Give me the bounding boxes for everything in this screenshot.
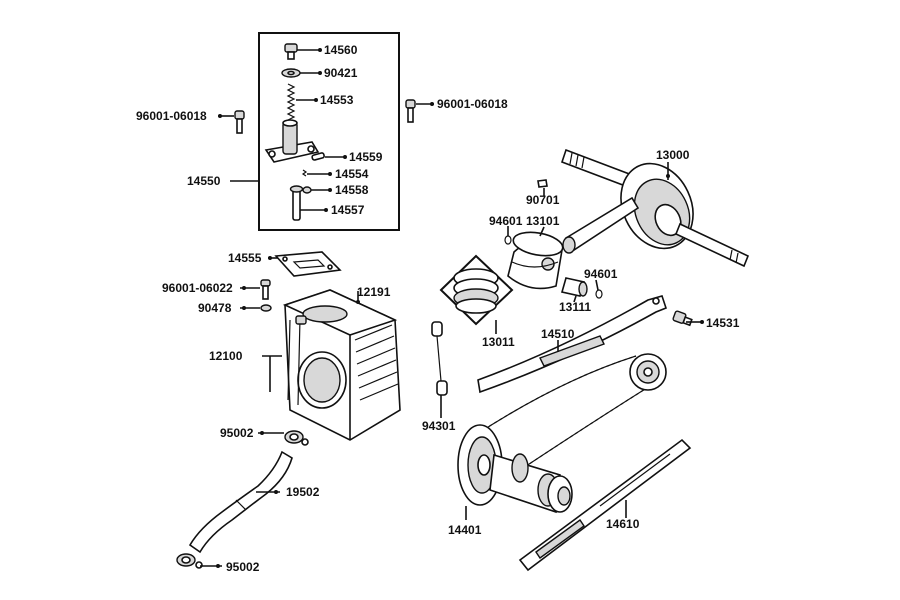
label-14553: 14553 (320, 93, 354, 107)
label-13000: 13000 (656, 148, 690, 162)
pin-part (311, 152, 325, 161)
label-14401: 14401 (448, 523, 482, 537)
cylinder-part (282, 289, 401, 441)
hose-clamp-top-part (284, 430, 309, 446)
label-14555: 14555 (228, 251, 262, 265)
hose-ring-part (235, 499, 247, 511)
label-14610: 14610 (606, 517, 640, 531)
chain-guide-upper-part (477, 295, 667, 394)
label-13101: 13101 (526, 214, 560, 228)
crankshaft-part (560, 148, 750, 268)
piston-pin-part (560, 277, 588, 297)
tensioner-group-frame (258, 32, 400, 231)
small-spring-part (301, 169, 308, 177)
label-12100: 12100 (209, 349, 243, 363)
label-14557: 14557 (331, 203, 365, 217)
label-96001-06022: 96001-06022 (162, 281, 233, 295)
label-95002-top: 95002 (220, 426, 254, 440)
tensioner-adjust-bolt-part (672, 310, 693, 327)
label-14560: 14560 (324, 43, 358, 57)
hose-clamp-bottom-part (176, 553, 203, 569)
cylinder-bolt-part (260, 279, 271, 300)
tensioner-body-part (264, 119, 320, 163)
label-12191: 12191 (357, 285, 391, 299)
label-14510: 14510 (541, 327, 575, 341)
label-14554: 14554 (335, 167, 369, 181)
small-washer-part (302, 186, 312, 194)
circlip-right-part (595, 289, 603, 299)
label-13011: 13011 (482, 335, 515, 349)
label-19502: 19502 (286, 485, 320, 499)
label-95002-bottom: 95002 (226, 560, 260, 574)
dowel-pins-part (431, 321, 448, 396)
label-96001-06018-right: 96001-06018 (437, 97, 508, 111)
cylinder-washer-part (260, 304, 272, 312)
label-90478: 90478 (198, 301, 232, 315)
label-94601-right: 94601 (584, 267, 618, 281)
spring-part (286, 83, 296, 121)
circlip-left-part (504, 235, 512, 245)
key-part (537, 179, 548, 188)
gasket-part (274, 251, 342, 277)
label-94601-left: 94601 (489, 214, 523, 228)
label-94301: 94301 (422, 419, 456, 433)
washer-part (281, 68, 301, 78)
plunger-part (289, 185, 304, 221)
label-14550: 14550 (187, 174, 221, 188)
camshaft-part (457, 424, 573, 514)
bolt-left-part (234, 110, 245, 134)
tensioner-bolt-part (284, 43, 298, 60)
label-14558: 14558 (335, 183, 369, 197)
label-90421: 90421 (324, 66, 358, 80)
piston-rings-part (439, 254, 514, 326)
bolt-right-part (405, 99, 416, 123)
leader-lines (200, 48, 704, 568)
part-number-labels: 14560 90421 14553 96001-06018 96001-0601… (136, 43, 740, 574)
chain-guide-lower-part (518, 438, 692, 572)
label-14531: 14531 (706, 316, 740, 330)
label-13111: 13111 (559, 300, 591, 314)
label-14559: 14559 (349, 150, 383, 164)
piston-part (507, 231, 564, 290)
label-90701: 90701 (526, 193, 560, 207)
hose-part (188, 450, 293, 554)
label-96001-06018-left: 96001-06018 (136, 109, 207, 123)
